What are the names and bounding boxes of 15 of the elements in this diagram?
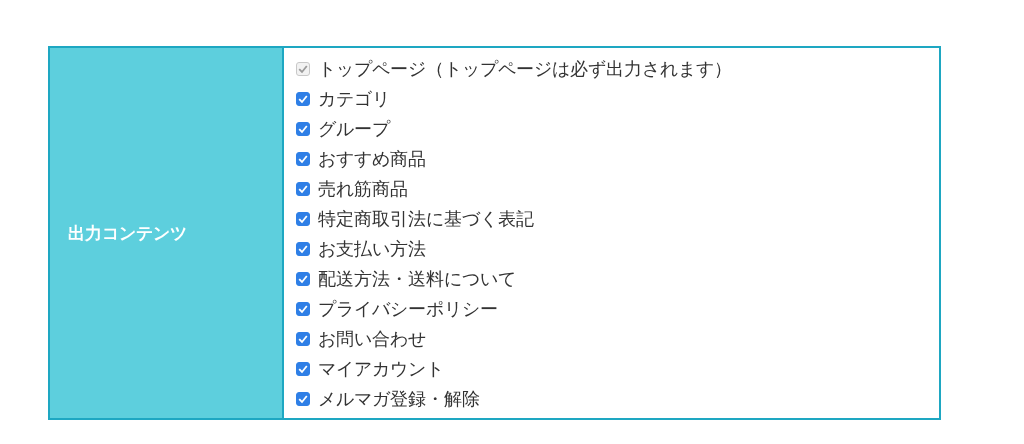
option-label: マイアカウント: [318, 357, 444, 381]
option-label: 売れ筋商品: [318, 177, 408, 201]
option-label: お問い合わせ: [318, 327, 426, 351]
header-cell: [48, 46, 284, 420]
option-label: グループ: [318, 117, 390, 141]
option-label: プライバシーポリシー: [318, 297, 498, 321]
option-label: 特定商取引法に基づく表記: [318, 207, 534, 231]
options-cell: [282, 46, 941, 420]
option-label: 配送方法・送料について: [318, 267, 516, 291]
option-label: カテゴリ: [318, 87, 390, 111]
option-label: おすすめ商品: [318, 147, 426, 171]
header-label: 出力コンテンツ: [68, 221, 187, 245]
option-label: トップページ（トップページは必ず出力されます）: [318, 57, 732, 81]
option-label: お支払い方法: [318, 237, 426, 261]
option-label: メルマガ登録・解除: [318, 387, 480, 411]
